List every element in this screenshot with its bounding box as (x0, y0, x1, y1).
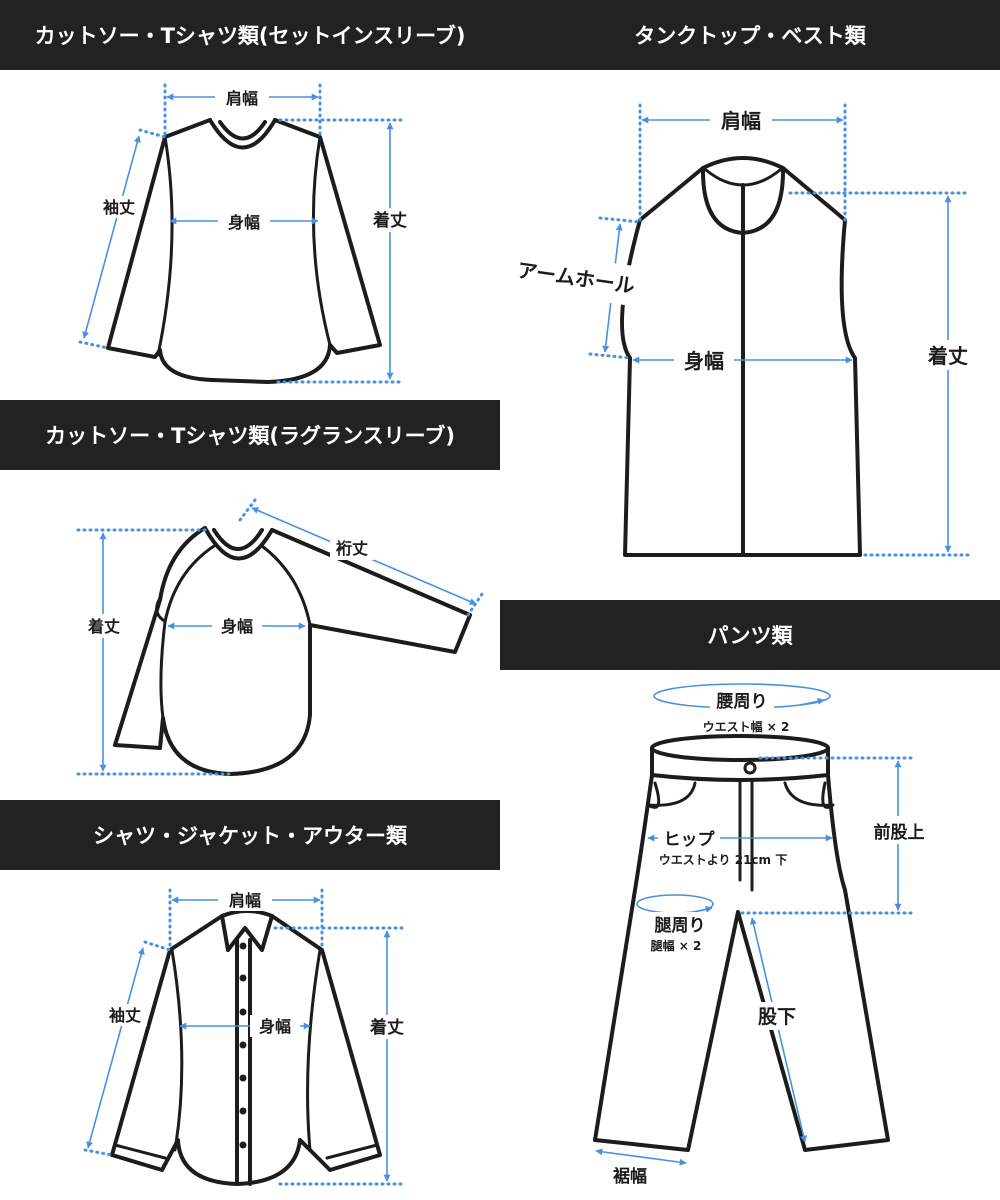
shirt-sleeve-guide-bottom (83, 1148, 114, 1157)
pants-hem-label-bg (604, 1162, 656, 1188)
setin-tshirt-armhole-left (156, 135, 174, 357)
setin-shoulder-label: 肩幅 (226, 89, 258, 108)
raglan-tshirt-raglan-seam-right (260, 544, 312, 627)
tank-armhole-guide-bottom (588, 352, 632, 360)
shirt-cuff-right (325, 1143, 379, 1160)
raglan-body-width-label: 身幅 (221, 617, 253, 636)
tank-armhole-guide-top (598, 216, 642, 224)
setin-sleeve-guide-bottom (78, 340, 110, 350)
tank-shoulder-label-bg (710, 107, 772, 133)
pants-waist-ring-arrow (799, 697, 825, 706)
setin-sleeve-label: 袖丈 (103, 198, 135, 217)
setin-tshirt-armhole-right (311, 135, 332, 347)
pants-pocket-right (783, 781, 835, 809)
shirt-cuff-left (113, 1143, 167, 1160)
pants-waist-note: ウエスト幅 × 2 (703, 719, 790, 734)
pants-hip-label-bg (658, 826, 720, 852)
pants-waistband-top (650, 734, 830, 762)
shirt-button-5 (239, 1074, 247, 1082)
pants-waistband (650, 746, 830, 782)
setin-sleeve-label-bg (97, 196, 141, 218)
raglan-yuki-label-bg (330, 536, 374, 560)
pants-hip-note: ウエストより 21cm 下 (659, 853, 787, 867)
raglan-body-width-label-bg (212, 614, 262, 638)
tank-body-width-label-bg (674, 346, 734, 374)
pants-thigh-label-bg (646, 912, 714, 938)
shirt-body-width-label: 身幅 (259, 1017, 291, 1036)
shirt-sleeve-arrow (86, 947, 145, 1149)
tank-armhole-label-bg (505, 248, 647, 308)
pants-inseam-label-bg (752, 1002, 802, 1030)
shirt-button-2 (239, 974, 247, 982)
shirt-button-4 (239, 1041, 247, 1049)
raglan-length-label: 着丈 (87, 617, 120, 636)
setin-shoulder-label-bg (215, 86, 269, 108)
tank-body-width-label: 身幅 (684, 349, 724, 373)
setin-length-label: 着丈 (372, 210, 407, 231)
shirt-armhole-right (306, 948, 322, 1152)
setin-body-width-label: 身幅 (228, 213, 260, 232)
setin-length-label-bg (366, 208, 414, 232)
raglan-length-label-bg (82, 614, 126, 638)
pants-inseam-label: 股下 (758, 1006, 796, 1028)
raglan-yuki-guide-bottom (466, 592, 484, 617)
shirt-button-6 (239, 1107, 247, 1115)
shirt-shoulder-label-bg (218, 889, 272, 911)
setin-tshirt-diagram: 肩幅 袖丈 身幅 着丈 (78, 83, 414, 384)
raglan-tshirt-outline (113, 526, 472, 776)
shirt-length-label-bg (363, 1015, 411, 1039)
shirt-body-width-label-bg (250, 1015, 300, 1037)
tank-length-label-bg (920, 340, 976, 370)
shirt-sleeve-label: 袖丈 (109, 1006, 141, 1025)
shirt-sleeve-label-bg (103, 1004, 147, 1026)
pants-pocket-left (646, 781, 697, 809)
raglan-tshirt-diagram: 着丈 身幅 裄丈 (76, 494, 484, 776)
shirt-button-3 (239, 1008, 247, 1016)
pants-outline (593, 773, 890, 1152)
raglan-yuki-label: 裄丈 (335, 539, 368, 558)
raglan-tshirt-raglan-seam-left (159, 544, 216, 720)
tank-vest-collar-back (704, 168, 782, 187)
setin-sleeve-arrow (82, 135, 141, 339)
shirt-jacket-diagram: 肩幅 袖丈 身幅 着丈 (83, 888, 411, 1186)
tank-vest-collar (700, 156, 786, 235)
pants-hem-arrow (595, 1148, 687, 1166)
header-pants: パンツ類 (500, 600, 1000, 670)
raglan-tshirt-collar-inner (212, 528, 264, 551)
setin-tshirt-collar-inner (218, 120, 267, 141)
header-setin-sleeve: カットソー・Tシャツ類(セットインスリーブ) (0, 0, 500, 70)
setin-body-width-label-bg (218, 210, 270, 232)
pants-waist-label-bg (710, 688, 774, 714)
header-tank-vest: タンクトップ・ベスト類 (500, 0, 1000, 70)
tank-shoulder-label: 肩幅 (721, 109, 761, 133)
shirt-shoulder-label: 肩幅 (229, 891, 261, 910)
pants-hem-label: 裾幅 (613, 1166, 647, 1187)
shirt-length-label: 着丈 (369, 1017, 404, 1038)
pants-thigh-note: 腿幅 × 2 (651, 938, 702, 953)
pants-thigh-label: 腿周り (655, 916, 706, 936)
pants-rise-label: 前股上 (874, 822, 925, 843)
shirt-button-1 (239, 942, 247, 950)
pants-waist-label: 腰周り (717, 692, 768, 712)
shirt-button-7 (239, 1141, 247, 1149)
shirt-sleeve-guide-top (143, 940, 172, 952)
header-raglan-sleeve: カットソー・Tシャツ類(ラグランスリーブ) (0, 400, 500, 470)
raglan-yuki-guide-top (238, 494, 260, 522)
raglan-tshirt-tag (155, 596, 165, 622)
pants-button (743, 761, 757, 775)
pants-rise-label-bg (866, 816, 932, 844)
setin-tshirt-outline (106, 118, 382, 384)
pants-hip-label: ヒップ (664, 829, 716, 850)
pants-diagram: 腰周り ウエスト幅 × 2 前股上 ヒップ ウエストより 21cm 下 腿周り … (593, 683, 932, 1188)
setin-tshirt-collar (208, 118, 277, 150)
shirt-armhole-left (170, 948, 184, 1152)
pants-thigh-ring-arrow (692, 905, 713, 913)
tank-length-label: 着丈 (927, 344, 968, 368)
shirt-collar (220, 909, 274, 952)
tank-vest-diagram: 肩幅 アームホール 身幅 着丈 (505, 103, 976, 557)
setin-sleeve-guide-top (138, 128, 167, 139)
header-shirt-jacket: シャツ・ジャケット・アウター類 (0, 800, 500, 870)
